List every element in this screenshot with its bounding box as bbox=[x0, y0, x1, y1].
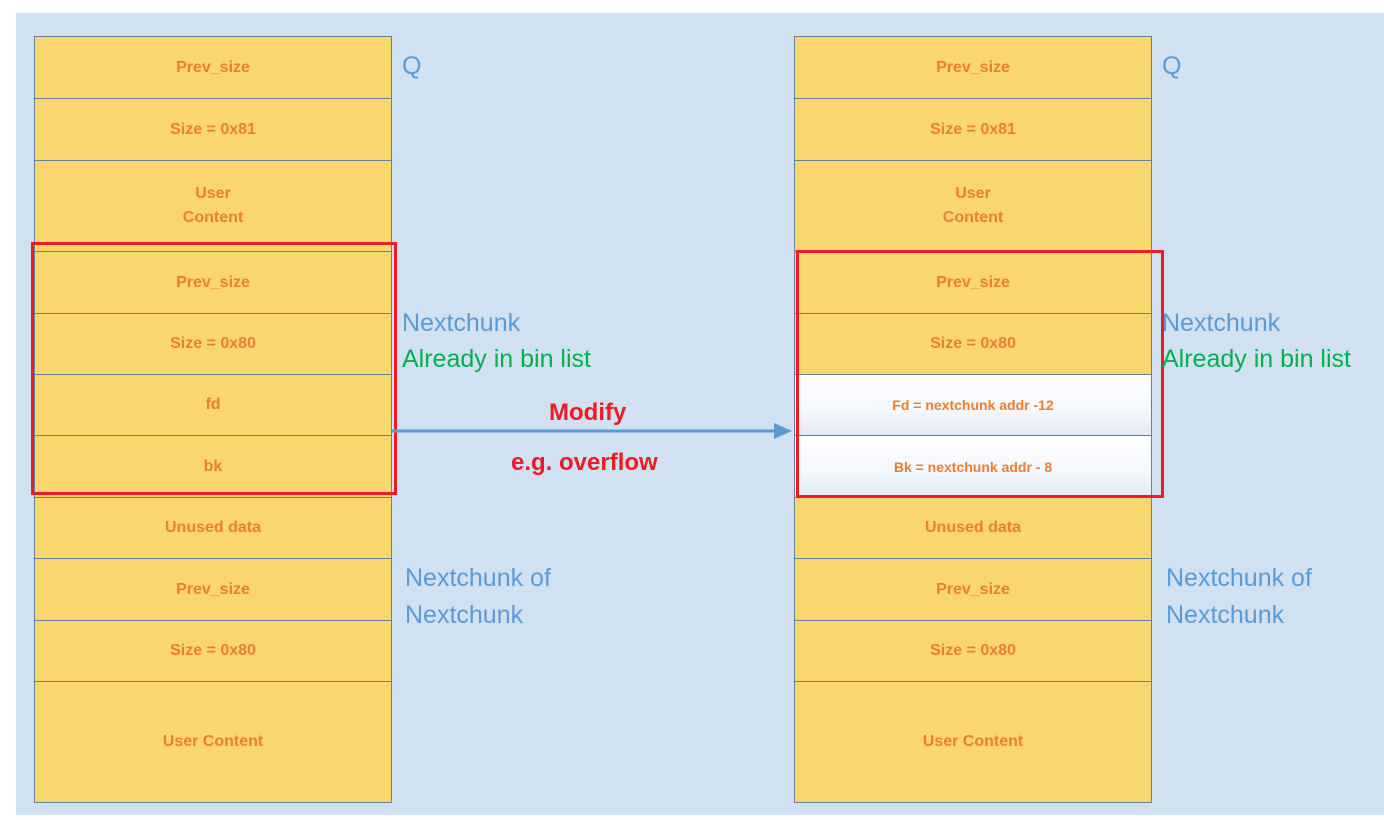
right-nextnext-label-1: Nextchunk of bbox=[1166, 564, 1312, 592]
left-chunk-stack: Prev_size Size = 0x81 User Content Prev_… bbox=[34, 36, 392, 803]
right-cell-next-prev-size: Prev_size bbox=[795, 251, 1151, 313]
left-cell-nn-size: Size = 0x80 bbox=[35, 620, 391, 681]
modify-label: Modify bbox=[549, 399, 627, 426]
left-nextchunk-highlight bbox=[31, 242, 397, 495]
left-nextnext-label-1: Nextchunk of bbox=[405, 564, 551, 592]
left-cell-next-prev-size: Prev_size bbox=[35, 251, 391, 313]
right-cell-bk-modified: Bk = nextchunk addr - 8 bbox=[795, 435, 1151, 497]
right-cell-nn-user-content: User Content bbox=[795, 681, 1151, 802]
left-cell-next-size: Size = 0x80 bbox=[35, 313, 391, 374]
right-cell-nn-prev-size: Prev_size bbox=[795, 558, 1151, 620]
right-cell-prev-size: Prev_size bbox=[795, 37, 1151, 98]
left-nextchunk-label: Nextchunk bbox=[402, 309, 521, 337]
left-cell-prev-size: Prev_size bbox=[35, 37, 391, 98]
left-cell-nn-user-content: User Content bbox=[35, 681, 391, 802]
overflow-label: e.g. overflow bbox=[511, 449, 658, 476]
left-cell-size: Size = 0x81 bbox=[35, 98, 391, 160]
right-chunk-stack: Prev_size Size = 0x81 User Content Prev_… bbox=[794, 36, 1152, 803]
right-q-label: Q bbox=[1162, 52, 1182, 80]
left-already-in-bin-label: Already in bin list bbox=[402, 345, 591, 373]
right-already-in-bin-label: Already in bin list bbox=[1162, 345, 1351, 373]
left-q-label: Q bbox=[402, 52, 422, 80]
right-cell-user-content: User Content bbox=[795, 160, 1151, 251]
right-nextnext-label-2: Nextchunk bbox=[1166, 601, 1285, 629]
left-cell-unused-data: Unused data bbox=[35, 497, 391, 558]
right-cell-next-size: Size = 0x80 bbox=[795, 313, 1151, 374]
left-cell-bk: bk bbox=[35, 435, 391, 497]
left-nextnext-label-2: Nextchunk bbox=[405, 601, 524, 629]
right-cell-size: Size = 0x81 bbox=[795, 98, 1151, 160]
left-cell-nn-prev-size: Prev_size bbox=[35, 558, 391, 620]
arrow-head bbox=[774, 423, 792, 439]
left-cell-fd: fd bbox=[35, 374, 391, 435]
left-cell-user-content: User Content bbox=[35, 160, 391, 251]
right-cell-fd-modified: Fd = nextchunk addr -12 bbox=[795, 374, 1151, 435]
right-cell-nn-size: Size = 0x80 bbox=[795, 620, 1151, 681]
right-nextchunk-highlight bbox=[796, 250, 1164, 498]
right-nextchunk-label: Nextchunk bbox=[1162, 309, 1281, 337]
right-cell-unused-data: Unused data bbox=[795, 497, 1151, 558]
